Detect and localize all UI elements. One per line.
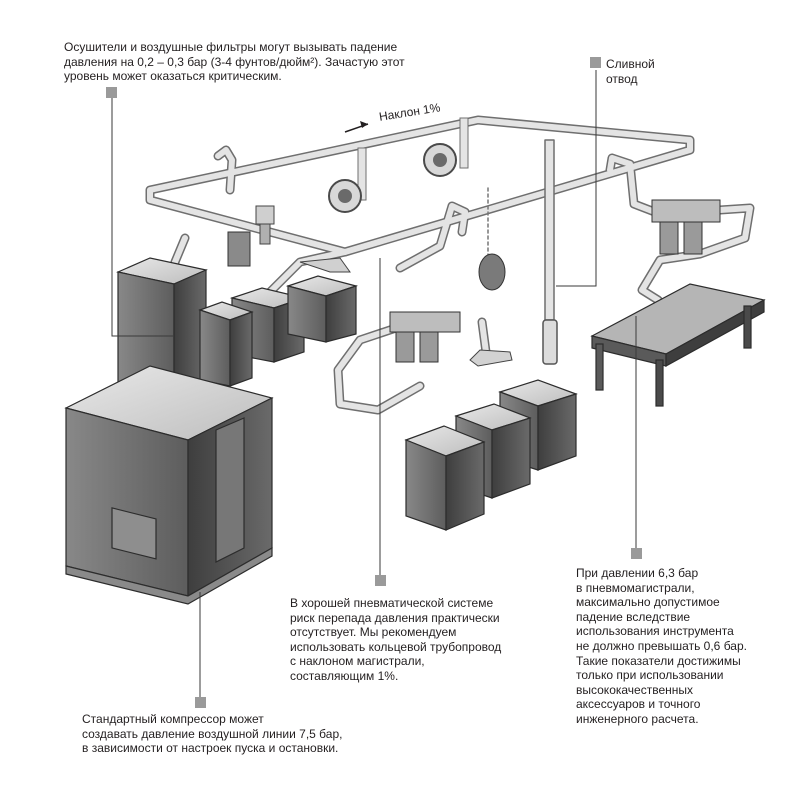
callout-markers [106,57,642,708]
leader-lines [111,70,637,700]
slope-arrow [344,121,369,133]
drain-valve [542,319,558,365]
pressure-gauge-left [328,147,367,213]
filter-unit-left [227,205,275,267]
air-tool-left [299,257,351,273]
ring-pipeline [145,115,755,415]
equipment-boxes [64,257,766,605]
filters-note: Осушители и воздушные фильтры могут вызы… [64,40,405,84]
compressor-vent [111,507,157,560]
filter-unit-center [389,311,461,363]
marker-compressor [195,697,206,708]
ring-note: В хорошей пневматической системе риск пе… [290,596,502,683]
marker-ring [375,575,386,586]
compressor-note: Стандартный компрессор может создавать д… [82,712,343,756]
hanging-tool [469,253,513,367]
drain-pipe [544,139,555,321]
pressure-note: При давлении 6,3 бар в пневмомагистрали,… [576,566,747,726]
pressure-gauge-right [423,117,469,177]
marker-pressure [631,548,642,559]
marker-filters [106,87,117,98]
marker-drain [590,57,601,68]
drain-note: Сливной отвод [606,57,655,86]
filter-unit-right [651,199,721,255]
